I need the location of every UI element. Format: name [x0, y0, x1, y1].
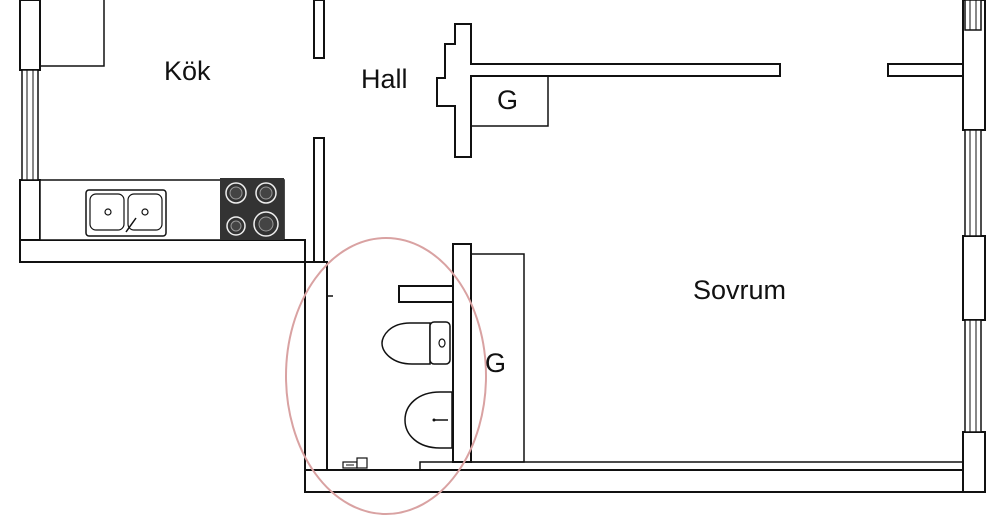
room-label-closet-hall: G [497, 85, 518, 115]
kitchen-bottom-wall [19, 239, 306, 263]
bathroom-top-wall [398, 285, 454, 303]
kitchen-upper-cabinet [39, 0, 105, 67]
room-label-closet-bedroom: G [485, 348, 506, 378]
room-label-kitchen: Kök [164, 56, 211, 86]
sink-icon [85, 189, 167, 237]
window-icon [964, 0, 982, 31]
window-icon [21, 69, 39, 181]
bedroom-top-wall-right [887, 63, 964, 77]
windows [21, 0, 982, 433]
kitchen-left-wall [19, 0, 41, 71]
shower-fixture-icon [342, 457, 368, 469]
highlight-ring [285, 237, 487, 515]
walls [19, 0, 986, 493]
right-outer-wall-mid [962, 235, 986, 321]
bottom-outer-wall [304, 469, 986, 493]
bathroom-left-wall [304, 261, 328, 471]
hall-bedroom-wall [436, 23, 781, 158]
washbasin-icon [404, 391, 453, 449]
toilet-icon [381, 321, 451, 365]
right-outer-wall-top [962, 0, 986, 131]
hall-closet [470, 75, 549, 127]
stove-icon [220, 178, 284, 240]
kitchen-hall-divider-top [313, 0, 325, 59]
bathroom-inner-outline [327, 295, 453, 471]
right-outer-wall-low [962, 431, 986, 493]
kitchen-counter [39, 178, 285, 241]
window-icon [964, 319, 982, 433]
kitchen-hall-divider-lower [313, 137, 325, 263]
room-label-hall: Hall [361, 64, 408, 94]
room-label-bedroom: Sovrum [693, 275, 786, 305]
window-icon [964, 129, 982, 237]
